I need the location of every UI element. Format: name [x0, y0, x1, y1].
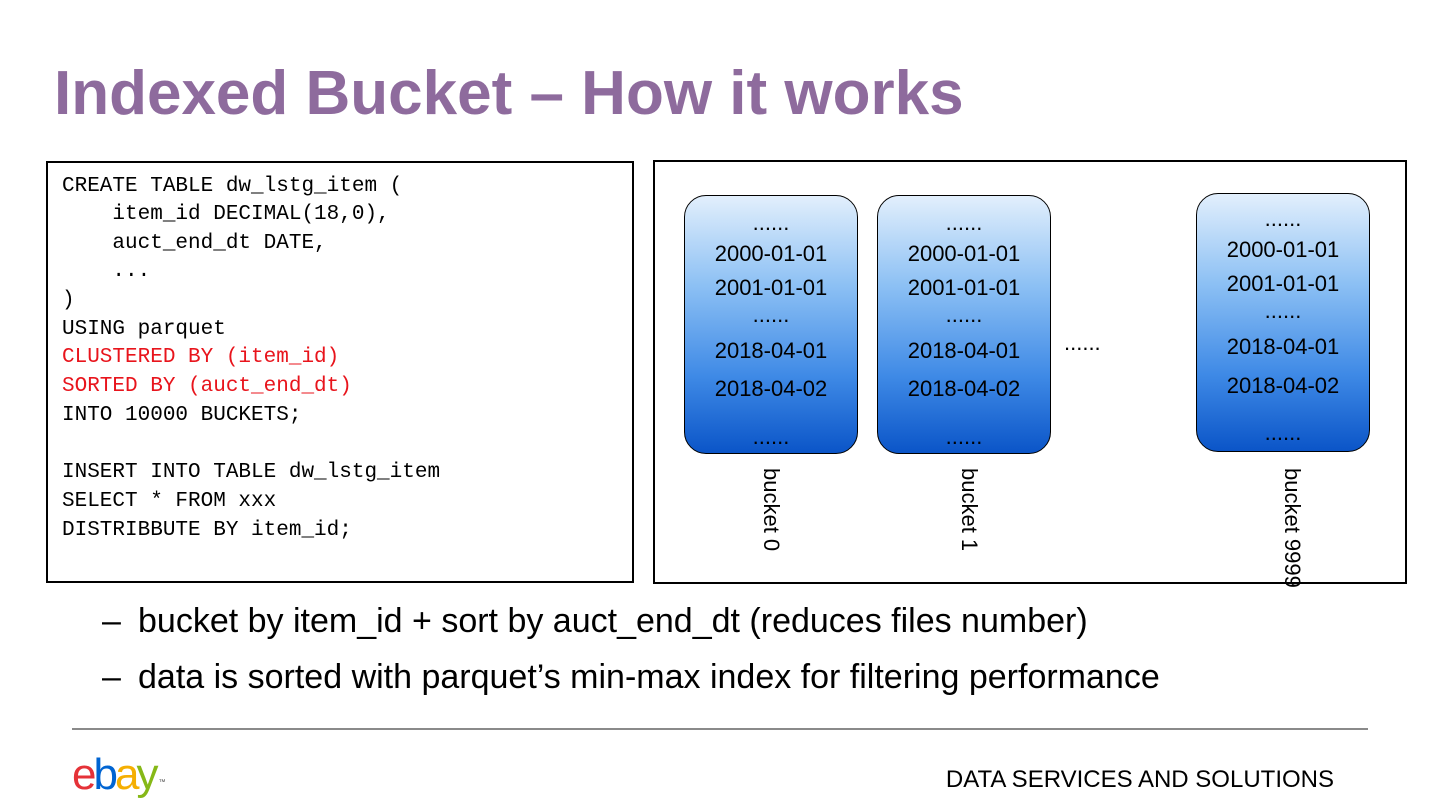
- code-line: ): [62, 289, 75, 312]
- bucket-value: 2001-01-01: [907, 275, 1021, 300]
- footer-text: DATA SERVICES AND SOLUTIONS: [945, 766, 1334, 793]
- slide-title: Indexed Bucket – How it works: [54, 59, 964, 128]
- bucket-value: 2001-01-01: [1226, 271, 1340, 296]
- bullet-dash: –: [102, 602, 121, 640]
- bucket-label-9999: bucket 9999: [1280, 468, 1305, 588]
- bucket-value: 2018-04-01: [907, 338, 1021, 363]
- bucket-value: ......: [945, 424, 983, 449]
- bucket-value: ......: [752, 210, 790, 235]
- code-line: auct_end_dt DATE,: [62, 232, 327, 255]
- bucket-value: ......: [945, 302, 983, 327]
- logo-letter-e: e: [72, 750, 97, 799]
- footer-divider: [72, 728, 1368, 730]
- bucket-value: ......: [1264, 298, 1302, 323]
- bucket-box-0: ...... 2000-01-01 2001-01-01 ...... 2018…: [684, 195, 858, 454]
- bucket-value: 2018-04-02: [714, 376, 828, 401]
- bucket-value: 2000-01-01: [907, 241, 1021, 266]
- bucket-box-9999: ...... 2000-01-01 2001-01-01 ...... 2018…: [1196, 193, 1370, 452]
- bucket-value: 2000-01-01: [1226, 237, 1340, 262]
- code-line: ...: [62, 260, 151, 283]
- bucket-value: 2001-01-01: [714, 275, 828, 300]
- sql-code-panel: CREATE TABLE dw_lstg_item ( item_id DECI…: [46, 161, 634, 583]
- bucket-value: 2018-04-01: [714, 338, 828, 363]
- bucket-value: 2018-04-02: [907, 376, 1021, 401]
- bucket-label-0: bucket 0: [759, 468, 784, 552]
- bullet-item: –data is sorted with parquet’s min-max i…: [102, 657, 1160, 697]
- logo-trademark: ™: [158, 779, 166, 786]
- buckets-ellipsis: ......: [1064, 330, 1101, 355]
- bullet-dash: –: [102, 658, 121, 696]
- logo-letter-y: y: [136, 750, 158, 799]
- bucket-box-1: ...... 2000-01-01 2001-01-01 ...... 2018…: [877, 195, 1051, 454]
- bucket-value: ......: [945, 210, 983, 235]
- code-line-highlighted: CLUSTERED BY (item_id): [62, 346, 340, 369]
- bullet-text: data is sorted with parquet’s min-max in…: [138, 658, 1160, 696]
- code-line: item_id DECIMAL(18,0),: [62, 203, 390, 226]
- bucket-value: ......: [1264, 420, 1302, 445]
- bullet-text: bucket by item_id + sort by auct_end_dt …: [138, 602, 1088, 640]
- bucket-value: 2000-01-01: [714, 241, 828, 266]
- bullet-item: –bucket by item_id + sort by auct_end_dt…: [102, 601, 1088, 641]
- code-line-highlighted: SORTED BY (auct_end_dt): [62, 375, 352, 398]
- code-line: SELECT * FROM xxx: [62, 490, 277, 513]
- code-line: USING parquet: [62, 318, 226, 341]
- code-line: CREATE TABLE dw_lstg_item (: [62, 175, 403, 198]
- bucket-value: ......: [752, 424, 790, 449]
- bucket-value: 2018-04-01: [1226, 334, 1340, 359]
- bucket-value: ......: [1264, 206, 1302, 231]
- logo-letter-b: b: [93, 750, 118, 799]
- logo-letter-a: a: [114, 750, 140, 799]
- bucket-label-1: bucket 1: [957, 468, 982, 552]
- code-line: INTO 10000 BUCKETS;: [62, 404, 302, 427]
- bucket-value: 2018-04-02: [1226, 373, 1340, 398]
- code-line: DISTRIBBUTE BY item_id;: [62, 519, 352, 542]
- code-line: INSERT INTO TABLE dw_lstg_item: [62, 461, 441, 484]
- bucket-value: ......: [752, 302, 790, 327]
